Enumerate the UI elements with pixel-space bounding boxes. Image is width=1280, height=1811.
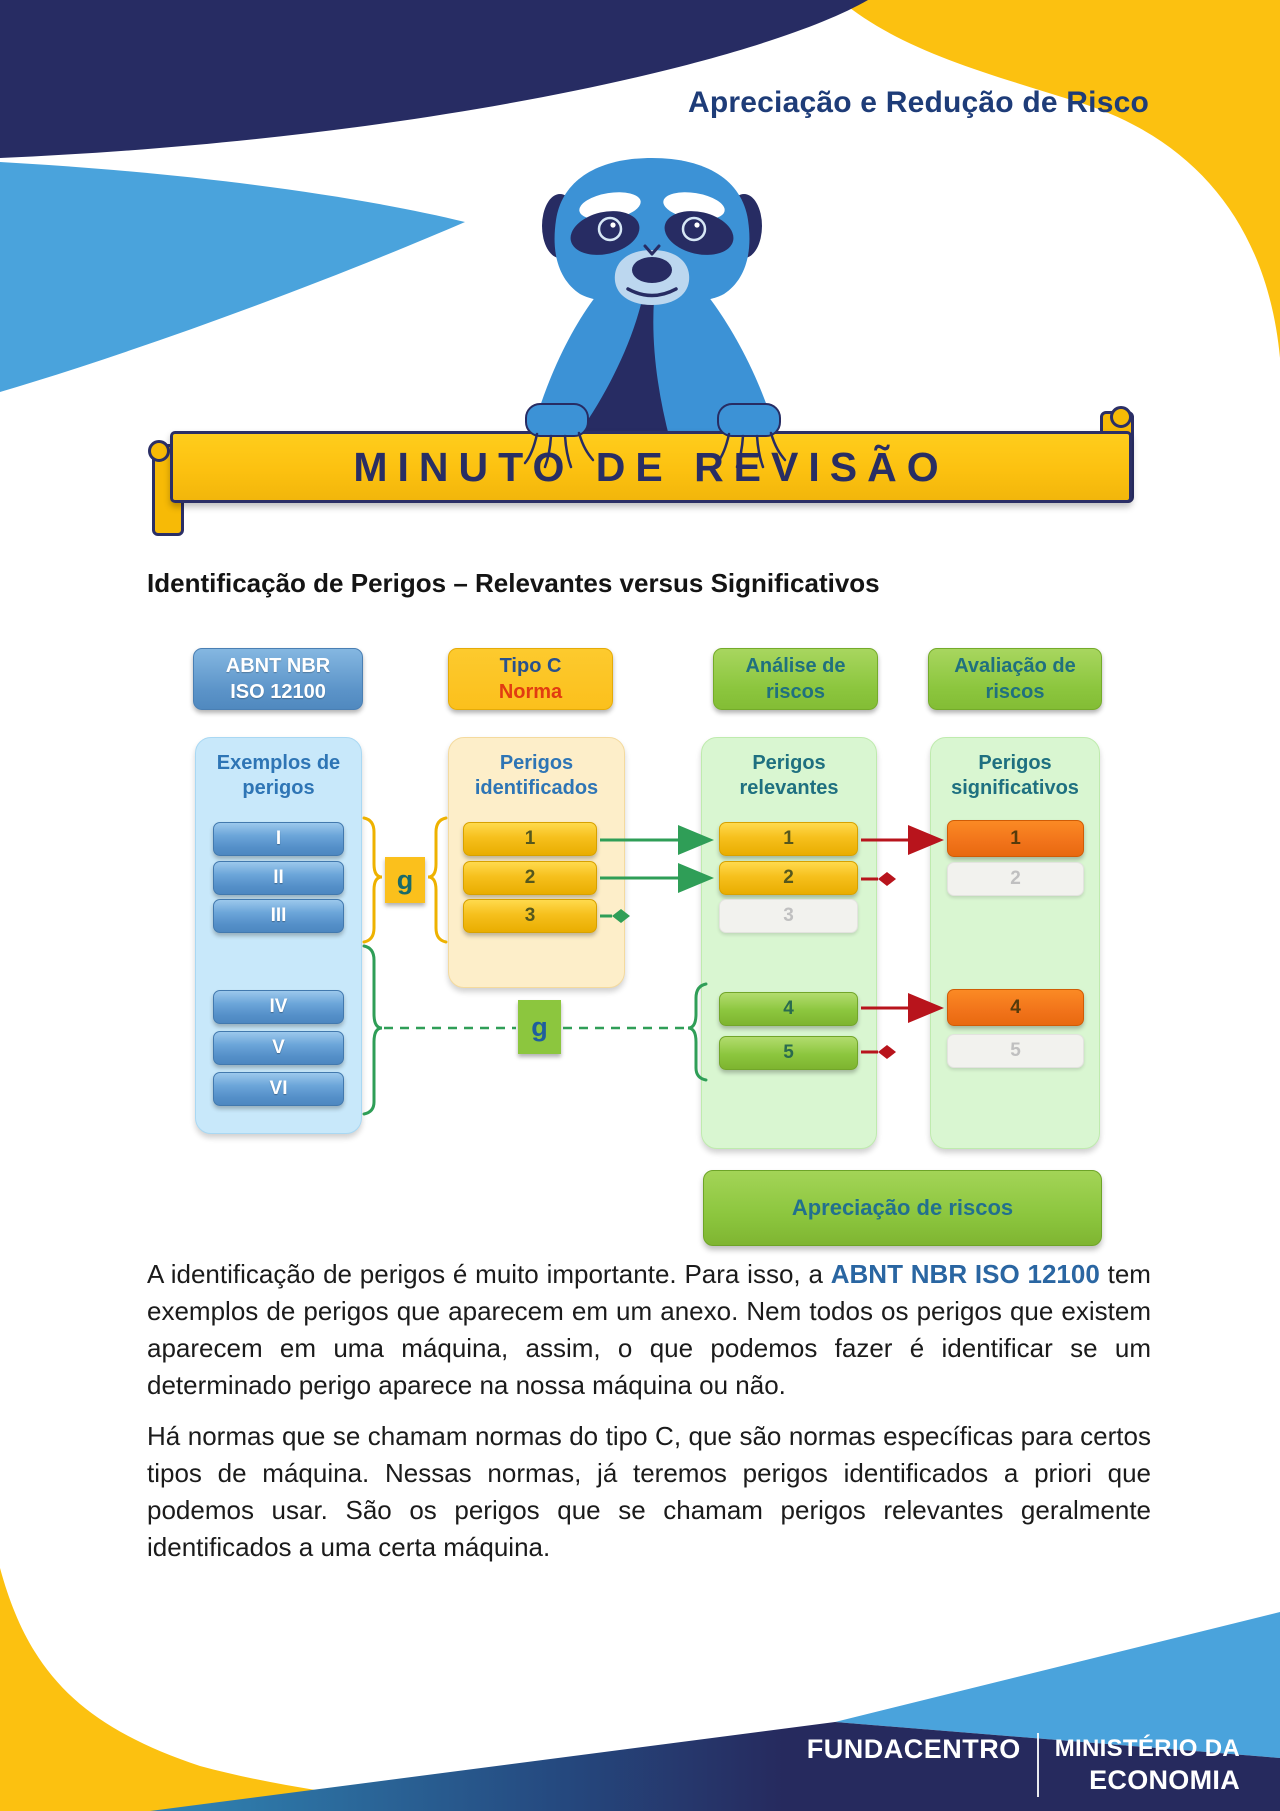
meerkat-mascot-illustration [530,158,778,440]
page-title: Apreciação e Redução de Risco [688,86,1149,119]
g-box-yellow: g [385,857,425,903]
pill-relevante-4: 4 [719,992,858,1026]
diagram-header-abnt-line1: ABNT NBR [225,655,331,677]
meerkat-paw-right [715,403,787,469]
footer-shape-navy [150,1722,1280,1811]
panel-exemplos-de-perigos [195,737,362,1134]
paragraph-1-emphasis: ABNT NBR ISO 12100 [830,1259,1100,1289]
scroll-banner: MINUTO DE REVISÃO [170,431,1132,503]
panel-perigos-significativos [930,737,1100,1149]
pill-exemplo-I: I [213,822,344,856]
pill-relevante-1: 1 [719,822,858,856]
meerkat-paws-illustration [523,403,787,469]
diagram-header-avaliacao-line2: riscos [985,681,1045,703]
header-shape-lightblue [0,162,465,392]
meerkat-paw-left [523,403,595,469]
pill-exemplo-III: III [213,899,344,933]
scroll-curl-dot-left [148,440,170,462]
header-shape-navy [0,0,868,158]
paragraph-1: A identificação de perigos é muito impor… [147,1256,1151,1404]
diagram-header-norma-line2: Norma [498,681,563,703]
footer-divider [1036,1733,1039,1797]
header-decoration [0,0,1280,392]
diagram-header-tipo-c-line1: Tipo C [499,655,562,677]
header-shape-yellow [840,0,1280,358]
dead-end-diamond-red-5 [878,1045,896,1059]
pill-relevante-3-inactive: 3 [719,899,858,933]
footer-brand: FUNDACENTRO MINISTÉRIO DA ECONOMIA [807,1733,1240,1797]
pill-identificado-2: 2 [463,861,597,895]
panel-title-relevantes: Perigos relevantes [739,752,839,799]
pill-exemplo-IV: IV [213,990,344,1024]
pill-exemplo-II: II [213,861,344,895]
diagram-header-analise-line1: Análise de [745,655,846,677]
apreciacao-de-riscos-banner: Apreciação de riscos [703,1170,1102,1246]
ministerio-logo-text: MINISTÉRIO DA ECONOMIA [1055,1733,1240,1796]
pill-identificado-3: 3 [463,899,597,933]
paragraph-1-before: A identificação de perigos é muito impor… [147,1259,831,1289]
pill-significativo-1: 1 [947,820,1084,857]
ministerio-line1: MINISTÉRIO DA [1054,1735,1240,1762]
footer-decoration-shapes [0,1568,1280,1811]
footer-shape-lightblue [835,1612,1280,1758]
g-box-green: g [518,1000,561,1054]
pill-relevante-2: 2 [719,861,858,895]
body-text: A identificação de perigos é muito impor… [147,1256,1151,1580]
fundacentro-logo-text: FUNDACENTRO [806,1734,1021,1764]
panel-title-significativos: Perigos significativos [951,752,1079,799]
pill-significativo-4: 4 [947,989,1084,1026]
diagram-header-avaliacao-line1: Avaliação de [954,655,1076,677]
scroll-banner-title: MINUTO DE REVISÃO [353,443,949,490]
brace-yellow-right-of-examples [362,816,383,944]
pill-exemplo-VI: VI [213,1072,344,1106]
panel-title-identificados: Perigos identificados [474,752,599,799]
panel-title-exemplos: Exemplos de perigos [216,752,341,799]
section-heading: Identificação de Perigos – Relevantes ve… [147,568,880,598]
brace-yellow-left-of-identified [427,816,448,944]
panel-perigos-relevantes [701,737,877,1149]
meerkat-body-group [530,158,778,440]
scroll-curl-dot-right [1110,406,1132,428]
pill-identificado-1: 1 [463,822,597,856]
brace-green-right-of-examples [362,944,383,1116]
pill-significativo-2-inactive: 2 [947,862,1084,896]
pill-significativo-5-inactive: 5 [947,1034,1084,1068]
paragraph-2: Há normas que se chamam normas do tipo C… [147,1421,1151,1562]
diagram-header-abnt: ABNT NBR ISO 12100 [193,648,363,710]
pill-relevante-5: 5 [719,1036,858,1070]
diagram-header-analise-line2: riscos [766,681,825,703]
diagram-header-analise: Análise de riscos [713,648,878,710]
pill-exemplo-V: V [213,1031,344,1065]
dead-end-diamond-red-2 [878,872,896,886]
paragraph-1-after: tem exemplos de perigos que aparecem em … [147,1259,1151,1400]
ministerio-line2: ECONOMIA [1089,1765,1240,1795]
diagram-header-avaliacao: Avaliação de riscos [928,648,1102,710]
diagram-header-abnt-line2: ISO 12100 [230,681,326,703]
diagram-header-tipo-c: Tipo C Norma [448,648,613,710]
footer-shape-yellow [0,1568,560,1811]
